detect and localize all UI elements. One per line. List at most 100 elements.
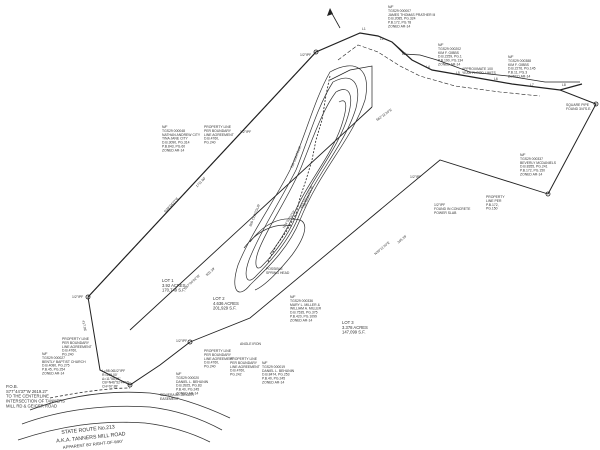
text-line: N/F: [176, 372, 181, 376]
text-line: INTERSECTION OF TANNERS: [6, 398, 65, 403]
text-line: TGS29 000020: [176, 376, 199, 380]
road-name-1: STATE ROUTE No.213: [61, 424, 115, 436]
text-line: P.B.172, PG.78: [388, 21, 411, 25]
text-line: LINE PER: [486, 199, 502, 203]
text-line: ZONED AR-14: [388, 25, 410, 29]
text-line: P.B.420, PG.1099: [290, 315, 317, 319]
line-label: L2: [380, 37, 384, 41]
text-line: TINA JANE CITY: [162, 137, 189, 141]
text-line: P.B.172, PG.150: [520, 169, 545, 173]
text-line: P.O.B.: [6, 384, 18, 389]
text-line: PER BOUNDARY: [230, 361, 258, 365]
text-line: MILL RD & GEIGER ROAD: [6, 403, 57, 408]
text-line: D.B.4760,: [62, 349, 77, 353]
point-of-beginning: P.O.B.S77°44'37"W 2619.27'TO THE CENTERL…: [6, 384, 65, 408]
text-line: TGS29 000336: [290, 299, 313, 303]
text-line: DANIEL L. BEHUNIN: [262, 369, 295, 373]
text-line: POSSIBLE: [266, 267, 284, 271]
text-line: P.B.190, PG.134: [438, 59, 463, 63]
text-line: N/F: [388, 5, 393, 9]
text-line: N/F: [42, 352, 47, 356]
text-line: D.B.2276, PG.145: [508, 67, 536, 71]
text-line: 170,749 S.F.: [162, 288, 186, 293]
text-line: PG.240: [204, 365, 216, 369]
iron-pin-marks: [85, 49, 599, 388]
text-line: S77°44'37"W 2619.27': [6, 389, 48, 394]
text-line: POWER SLAB: [434, 211, 457, 215]
text-line: P.B.172,: [486, 203, 499, 207]
text-line: LOT 2: [213, 296, 225, 301]
line-label: L4: [426, 65, 430, 69]
ipf-label: 1/2"IPF: [176, 339, 187, 343]
bearing-label: N38°04'27"E: [163, 196, 180, 213]
text-line: APPROXIMATE 100: [462, 67, 493, 71]
text-line: TGS29 000048: [162, 129, 185, 133]
ipf-label: 1/2"IPF: [410, 175, 421, 179]
text-line: ZONED AR-14: [290, 318, 312, 322]
text-line: BENTLY BAPTIST CHURCH: [42, 360, 86, 364]
text-line: LINE AGREEMENT: [62, 345, 92, 349]
text-line: N/F: [162, 125, 167, 129]
text-line: D.B.4760,: [230, 369, 245, 373]
north-arrow-icon: [327, 8, 341, 29]
text-line: PG.240: [204, 141, 216, 145]
text-line: YEAR FLOOD LIMITS: [462, 71, 496, 75]
road-label-group: STATE ROUTE No.213 A.K.A. TANNERS MILL R…: [56, 424, 126, 450]
text-line: LOT 3: [342, 320, 354, 325]
text-line: P.B.40, PG.245: [176, 388, 199, 392]
distance-label: 417.96': [81, 320, 87, 332]
text-line: LINE AGREEMENT: [204, 133, 234, 137]
text-line: D.B.7535, PG.375: [290, 311, 318, 315]
text-line: N/F: [262, 361, 267, 365]
text-line: PROPERTY LINE: [62, 337, 90, 341]
text-line: R=469.00': [102, 373, 118, 377]
text-line: N/F: [290, 295, 295, 299]
east-segments: [391, 41, 580, 83]
text-line: LINE AGREEMENT: [230, 365, 260, 369]
text-line: SEWERAGE-GEIGER: [160, 393, 194, 397]
text-line: TO THE CENTERLINE: [6, 394, 49, 399]
road-curves: [17, 387, 231, 443]
text-line: ZONED AR-14: [176, 392, 198, 396]
text-line: FOUND 3/4"S.E.: [566, 107, 591, 111]
text-line: PER BOUNDARY: [204, 353, 232, 357]
text-line: L=98.06': [102, 369, 115, 373]
ipf-label: 1/2"IPF: [72, 295, 83, 299]
text-line: 4.636 ACRES: [213, 301, 239, 306]
text-line: EASEMENT: [160, 397, 179, 401]
text-line: N/F: [438, 43, 443, 47]
text-line: P.B.40, PG.245: [262, 377, 285, 381]
line-label: L8: [562, 83, 566, 87]
text-line: D.B.4760,: [204, 137, 219, 141]
distance-label: 503.19': [205, 266, 216, 277]
text-line: 201,929 S.F.: [213, 306, 237, 311]
text-line: TGS29 000027: [42, 356, 65, 360]
text-line: TGS29 000337: [520, 157, 543, 161]
text-line: LOT 1: [162, 278, 174, 283]
line-label: L6: [494, 77, 498, 81]
text-line: P.B.11, PG.3: [508, 71, 527, 75]
text-line: CH=97.88': [102, 385, 118, 389]
creek-line: [267, 75, 331, 263]
text-line: TGS29 000202: [438, 47, 461, 51]
text-line: ZONED AR-14: [262, 381, 284, 385]
ipf-label: 1/2"IPF: [300, 53, 311, 57]
line-label: L5: [456, 71, 460, 75]
contour-label: 790 CONTOUR: [302, 185, 315, 209]
text-line: MARY L. MILLER &: [290, 303, 321, 307]
text-line: 1/2"IPF: [434, 203, 445, 207]
text-line: PER BOUNDARY: [62, 341, 90, 345]
bearing-label: S62°11'24"E: [375, 107, 393, 122]
text-line: WILLIAM A. MILLER: [290, 307, 322, 311]
line-label: L1: [362, 27, 366, 31]
